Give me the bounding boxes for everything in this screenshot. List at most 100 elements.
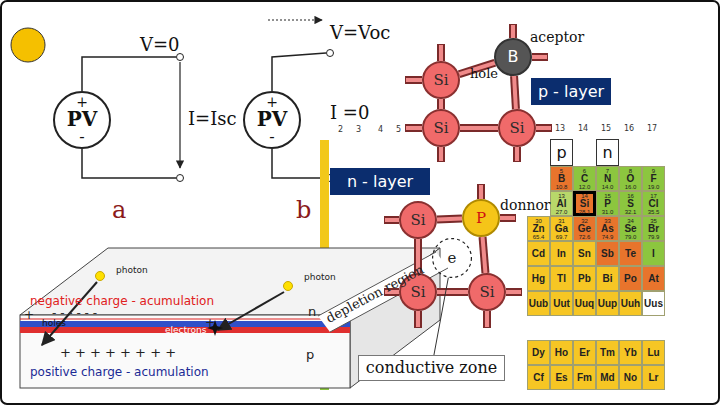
bond-stub xyxy=(532,53,548,61)
node-text: Si xyxy=(479,285,494,300)
node-text: 79.0 xyxy=(625,234,637,240)
node-text: PV xyxy=(67,109,98,129)
node-text: 65.4 xyxy=(533,234,545,240)
node-text: 12.0 xyxy=(579,184,591,190)
bond-stub xyxy=(406,126,422,130)
connector-stroke xyxy=(437,290,468,294)
photon-arrow xyxy=(218,292,284,330)
node-shape xyxy=(499,110,535,146)
bond-line xyxy=(437,218,462,220)
bond-stub xyxy=(500,216,515,220)
connector-stroke xyxy=(514,76,516,109)
sun-symbol xyxy=(11,28,45,62)
node-text: Sb xyxy=(601,249,614,259)
bond-stub xyxy=(437,147,445,162)
node-text: Po xyxy=(624,274,637,284)
photon-dot xyxy=(96,272,105,281)
free-label: hole xyxy=(470,67,498,80)
connector-stroke xyxy=(460,126,498,130)
connector-stroke xyxy=(483,237,486,273)
element-cell: 15P31.0 xyxy=(596,191,619,216)
node-text: + xyxy=(266,95,278,109)
connector-stroke xyxy=(483,237,486,273)
wire xyxy=(82,149,176,178)
node-text: 10.8 xyxy=(556,184,568,190)
element-cell: Tl xyxy=(550,266,573,291)
bond-stub xyxy=(406,78,422,82)
element-cell: 34Se79.0 xyxy=(619,216,642,241)
atom-circle: Si xyxy=(468,273,506,311)
free-label: 14 xyxy=(578,125,588,133)
free-label: + + + + + + + + xyxy=(60,346,176,359)
node-text: Cl xyxy=(649,199,659,209)
node-text: Uuq xyxy=(575,299,594,309)
node-shape xyxy=(244,92,300,148)
bond-stub xyxy=(385,218,399,222)
element-cell: Tm xyxy=(596,340,619,365)
wire xyxy=(272,149,326,178)
connector-stroke xyxy=(437,288,468,296)
node-text: Uub xyxy=(529,299,548,309)
element-cell: Uut xyxy=(550,291,573,316)
bond-stub xyxy=(437,44,445,61)
node-text: F xyxy=(650,174,656,184)
node-shape xyxy=(54,92,110,148)
node-shape xyxy=(423,62,459,98)
node-text: At xyxy=(648,274,659,284)
node-text: 72.6 xyxy=(579,234,591,240)
free-label: + xyxy=(205,317,215,329)
element-cell: 9F19.0 xyxy=(642,166,665,191)
element-cell: Uub xyxy=(527,291,550,316)
free-label: n xyxy=(308,305,316,318)
element-cell: Fm xyxy=(573,365,596,390)
free-label: p xyxy=(306,348,314,361)
terminal xyxy=(177,175,184,182)
bond-stub xyxy=(416,311,420,327)
node-text: Si xyxy=(410,285,425,300)
photon-arrow xyxy=(42,282,97,345)
node-text: Dy xyxy=(532,348,545,358)
element-cell: 6C12.0 xyxy=(573,166,596,191)
free-label: a xyxy=(112,198,126,222)
free-label: + xyxy=(24,309,34,321)
element-cell: 35Br79.9 xyxy=(642,216,665,241)
bond-stub xyxy=(536,124,552,132)
bond-stub xyxy=(506,288,522,296)
free-label: 2 xyxy=(338,126,343,134)
node-text: Uup xyxy=(598,299,617,309)
node-text: Lr xyxy=(649,373,659,383)
node-text: Te xyxy=(625,249,636,259)
node-text: 28.1 xyxy=(579,209,591,215)
free-label: V=Voc xyxy=(330,24,390,42)
connector-stroke xyxy=(439,99,443,109)
node-text: - xyxy=(79,129,84,145)
element-cell: Uuq xyxy=(573,291,596,316)
element-cell: Cd xyxy=(527,241,550,266)
bond-stub xyxy=(513,147,521,162)
element-cell: At xyxy=(642,266,665,291)
connector-stroke xyxy=(514,76,516,109)
node-text: 14.0 xyxy=(602,184,614,190)
node-text: Uus xyxy=(644,299,663,309)
node-text: Ga xyxy=(555,224,568,234)
node-text: Tl xyxy=(557,274,566,284)
bond-line xyxy=(514,76,516,109)
pv-source: +PV- xyxy=(53,91,111,149)
element-cell: Uuh xyxy=(619,291,642,316)
node-text: B xyxy=(558,174,565,184)
layer-tag: n - layer xyxy=(330,168,430,195)
node-text: 31.0 xyxy=(602,209,614,215)
node-text: 79.9 xyxy=(648,234,660,240)
node-text: In xyxy=(557,249,566,259)
node-text: n - layer xyxy=(347,174,413,190)
element-cell: Sb xyxy=(596,241,619,266)
electron-circle: e xyxy=(432,238,472,278)
bond-stub xyxy=(500,214,516,222)
bond-stub xyxy=(439,45,443,61)
node-shape xyxy=(469,274,505,310)
element-cell: Yb xyxy=(619,340,642,365)
node-text: No xyxy=(624,373,637,383)
element-cell: Ho xyxy=(550,340,573,365)
voltage-arrow xyxy=(268,19,322,20)
